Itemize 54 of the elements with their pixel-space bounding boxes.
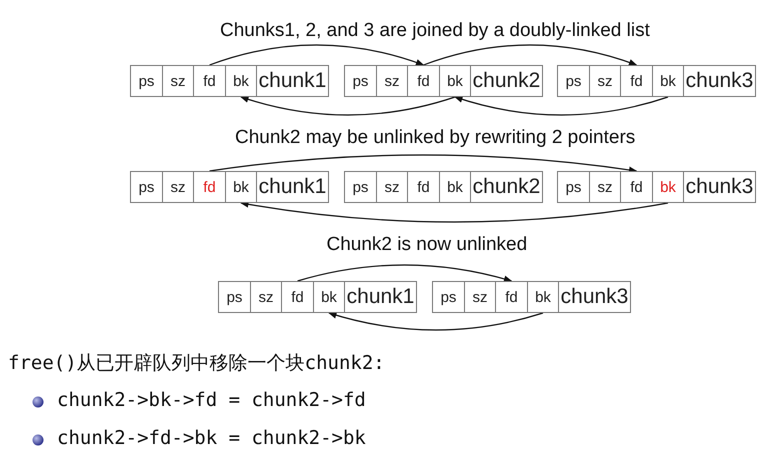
memory-cell: ps [557, 65, 590, 97]
memory-cell: ps [218, 281, 251, 313]
memory-cell: fd [620, 65, 653, 97]
code-line: chunk2->bk->fd = chunk2->fd [57, 389, 366, 411]
memory-cell: chunk3 [558, 281, 631, 313]
memory-cell: chunk2 [470, 65, 543, 97]
memory-cell: fd [620, 171, 653, 203]
memory-cell: ps [432, 281, 465, 313]
memory-cell: sz [376, 171, 408, 203]
memory-cell: bk [225, 171, 257, 203]
pointer-arrow [454, 96, 668, 116]
memory-cell: ps [130, 171, 163, 203]
memory-cell: bk [225, 65, 257, 97]
pointer-arrow [209, 154, 638, 174]
code-description: free()从已开辟队列中移除一个块chunk2: [8, 351, 385, 376]
pointer-arrow [328, 312, 544, 331]
memory-cell: ps [344, 65, 377, 97]
memory-cell: ps [344, 171, 377, 203]
pointer-arrow [209, 44, 424, 66]
memory-cell: bk [652, 171, 684, 203]
memory-cell: chunk1 [344, 281, 417, 313]
memory-cell: fd [407, 65, 440, 97]
memory-cell: sz [162, 65, 194, 97]
memory-cell: sz [376, 65, 408, 97]
memory-cell: ps [557, 171, 590, 203]
memory-cell: bk [313, 281, 345, 313]
code-line: chunk2->fd->bk = chunk2->bk [57, 427, 366, 449]
memory-cell: fd [193, 171, 226, 203]
memory-cell: ps [130, 65, 163, 97]
memory-cell: fd [281, 281, 314, 313]
memory-cell: sz [589, 65, 621, 97]
pointer-arrow [297, 264, 512, 282]
memory-cell: sz [250, 281, 282, 313]
memory-cell: sz [589, 171, 621, 203]
memory-cell: sz [162, 171, 194, 203]
memory-cell: chunk3 [683, 65, 756, 97]
memory-cell: chunk1 [256, 65, 329, 97]
row-heading: Chunk2 may be unlinked by rewriting 2 pointers [235, 127, 636, 149]
pointer-arrow [240, 96, 456, 116]
memory-cell: bk [652, 65, 684, 97]
memory-cell: chunk1 [256, 171, 329, 203]
pointer-arrow [423, 44, 638, 66]
memory-cell: bk [439, 171, 471, 203]
memory-cell: chunk3 [683, 171, 756, 203]
memory-cell: fd [407, 171, 440, 203]
memory-cell: bk [439, 65, 471, 97]
memory-cell: fd [193, 65, 226, 97]
row-heading: Chunk2 is now unlinked [326, 234, 528, 256]
row-heading: Chunks1, 2, and 3 are joined by a doubly-linked list [220, 20, 650, 42]
pointer-arrow [240, 200, 668, 223]
memory-cell: bk [527, 281, 559, 313]
memory-cell: chunk2 [470, 171, 543, 203]
memory-cell: fd [495, 281, 528, 313]
memory-cell: sz [464, 281, 496, 313]
